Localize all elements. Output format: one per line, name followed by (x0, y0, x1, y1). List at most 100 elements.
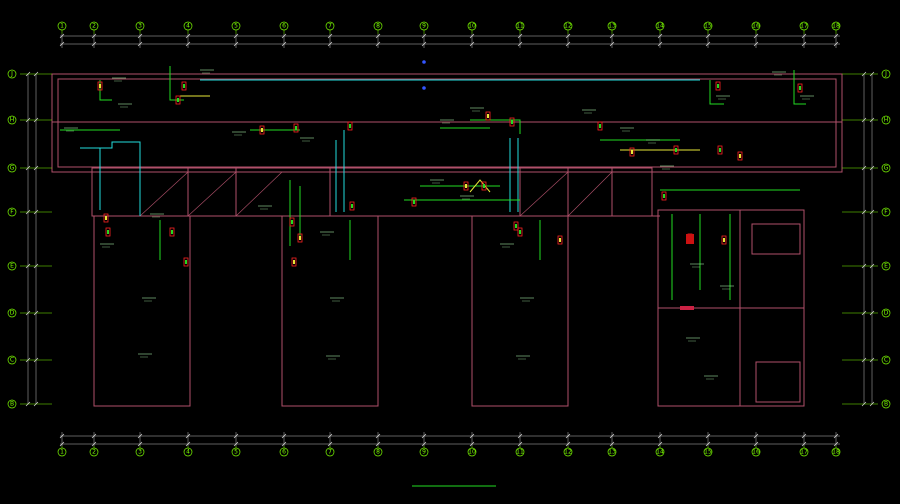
grid-bubble-G: G (7, 163, 52, 173)
grid-label-7: 7 (328, 449, 332, 456)
grid-bubble-2: 2 (89, 446, 99, 457)
grid-bubble-F: F (7, 207, 52, 217)
grid-bubble-13: 13 (607, 446, 617, 457)
grid-bubble-5: 5 (231, 446, 241, 457)
grid-label-9: 9 (422, 449, 426, 456)
grid-label-E: E (884, 263, 888, 270)
grid-label-C: C (10, 357, 14, 364)
pipe-annotation-mark (772, 71, 786, 76)
grid-bubble-3: 3 (135, 21, 145, 34)
grid-label-12: 12 (564, 23, 572, 30)
pipe-annotation-mark (440, 119, 454, 124)
valve-fixture (297, 233, 303, 243)
valve-fixture (349, 201, 355, 211)
valve-fixture (183, 257, 189, 267)
valve-fixture (717, 145, 723, 155)
grid-bubble-7: 7 (325, 446, 335, 457)
valve-fixture (673, 145, 679, 155)
pipe-annotation-mark (686, 337, 700, 342)
valve-fixture (797, 83, 803, 93)
grid-label-3: 3 (138, 23, 142, 30)
grid-label-12: 12 (564, 449, 572, 456)
grid-bubble-13: 13 (607, 21, 617, 34)
grid-bubble-12: 12 (563, 446, 573, 457)
grid-bubble-1: 1 (57, 446, 67, 457)
grid-bubble-E: E (842, 261, 891, 271)
pipe-annotation-mark (646, 139, 660, 144)
grid-bubble-E: E (7, 261, 52, 271)
grid-label-3: 3 (138, 449, 142, 456)
pipe-annotation-mark (326, 355, 340, 360)
grid-bubble-15: 15 (703, 446, 713, 457)
grid-label-1: 1 (60, 449, 64, 456)
pipe-annotation-mark (142, 297, 156, 302)
valve-fixture (715, 81, 721, 91)
grid-label-11: 11 (516, 449, 524, 456)
grid-label-10: 10 (468, 23, 476, 30)
riser-marker (422, 60, 426, 64)
grid-label-11: 11 (516, 23, 524, 30)
grid-label-D: D (10, 310, 15, 317)
grid-bubble-11: 11 (515, 446, 525, 457)
grid-label-15: 15 (704, 449, 712, 456)
grid-label-F: F (10, 209, 14, 216)
grid-label-14: 14 (656, 23, 664, 30)
grid-label-G: G (884, 165, 889, 172)
grid-bubble-D: D (842, 308, 891, 318)
grid-bubble-9: 9 (419, 446, 429, 457)
valve-fixture (169, 227, 175, 237)
grid-label-15: 15 (704, 23, 712, 30)
pipe-annotation-mark (100, 243, 114, 248)
pipe-annotation-mark (690, 263, 704, 268)
pipe-annotation-mark (300, 137, 314, 142)
grid-label-13: 13 (608, 23, 616, 30)
grid-label-9: 9 (422, 23, 426, 30)
pipe-annotation-mark (620, 127, 634, 132)
grid-label-H: H (884, 117, 889, 124)
grid-bubble-6: 6 (279, 21, 289, 34)
grid-label-J: J (10, 71, 13, 78)
valve-fixture (97, 81, 103, 91)
pipe-annotation-mark (660, 165, 674, 170)
grid-label-18: 18 (832, 23, 840, 30)
grid-label-10: 10 (468, 449, 476, 456)
valve-fixture (293, 123, 299, 133)
grid-bubble-D: D (7, 308, 52, 318)
pipe-annotation-mark (320, 231, 334, 236)
grid-label-4: 4 (186, 449, 190, 456)
grid-bubble-4: 4 (183, 21, 193, 34)
grid-bubble-J: J (7, 69, 52, 79)
grid-bubble-14: 14 (655, 21, 665, 34)
grid-bubble-B: B (7, 399, 52, 409)
grid-bubble-7: 7 (325, 21, 335, 34)
pipe-annotation-mark (520, 297, 534, 302)
pipe-annotation-mark (800, 95, 814, 100)
grid-label-5: 5 (234, 449, 238, 456)
equipment-block (680, 306, 694, 310)
pipe-annotation-mark (112, 77, 126, 82)
valve-fixture (291, 257, 297, 267)
grid-bubble-F: F (842, 207, 891, 217)
grid-bubble-2: 2 (89, 21, 99, 34)
pipe-annotation-mark (470, 107, 484, 112)
grid-label-G: G (10, 165, 15, 172)
corridor-hatching (139, 171, 613, 217)
grid-label-B: B (884, 401, 888, 408)
pipe-runs (60, 66, 806, 300)
grid-bubble-12: 12 (563, 21, 573, 34)
grid-label-6: 6 (282, 449, 286, 456)
pipe-annotation-mark (232, 131, 246, 136)
grid-label-7: 7 (328, 23, 332, 30)
grid-bubble-4: 4 (183, 446, 193, 457)
grid-bubble-17: 17 (799, 21, 809, 34)
grid-bubble-18: 18 (831, 21, 841, 34)
pipe-annotation-mark (200, 69, 214, 74)
grid-bubble-8: 8 (373, 21, 383, 34)
valve-fixture (259, 125, 265, 135)
dimension-lines (27, 35, 873, 445)
grid-label-8: 8 (376, 23, 380, 30)
grid-bubble-G: G (842, 163, 891, 173)
